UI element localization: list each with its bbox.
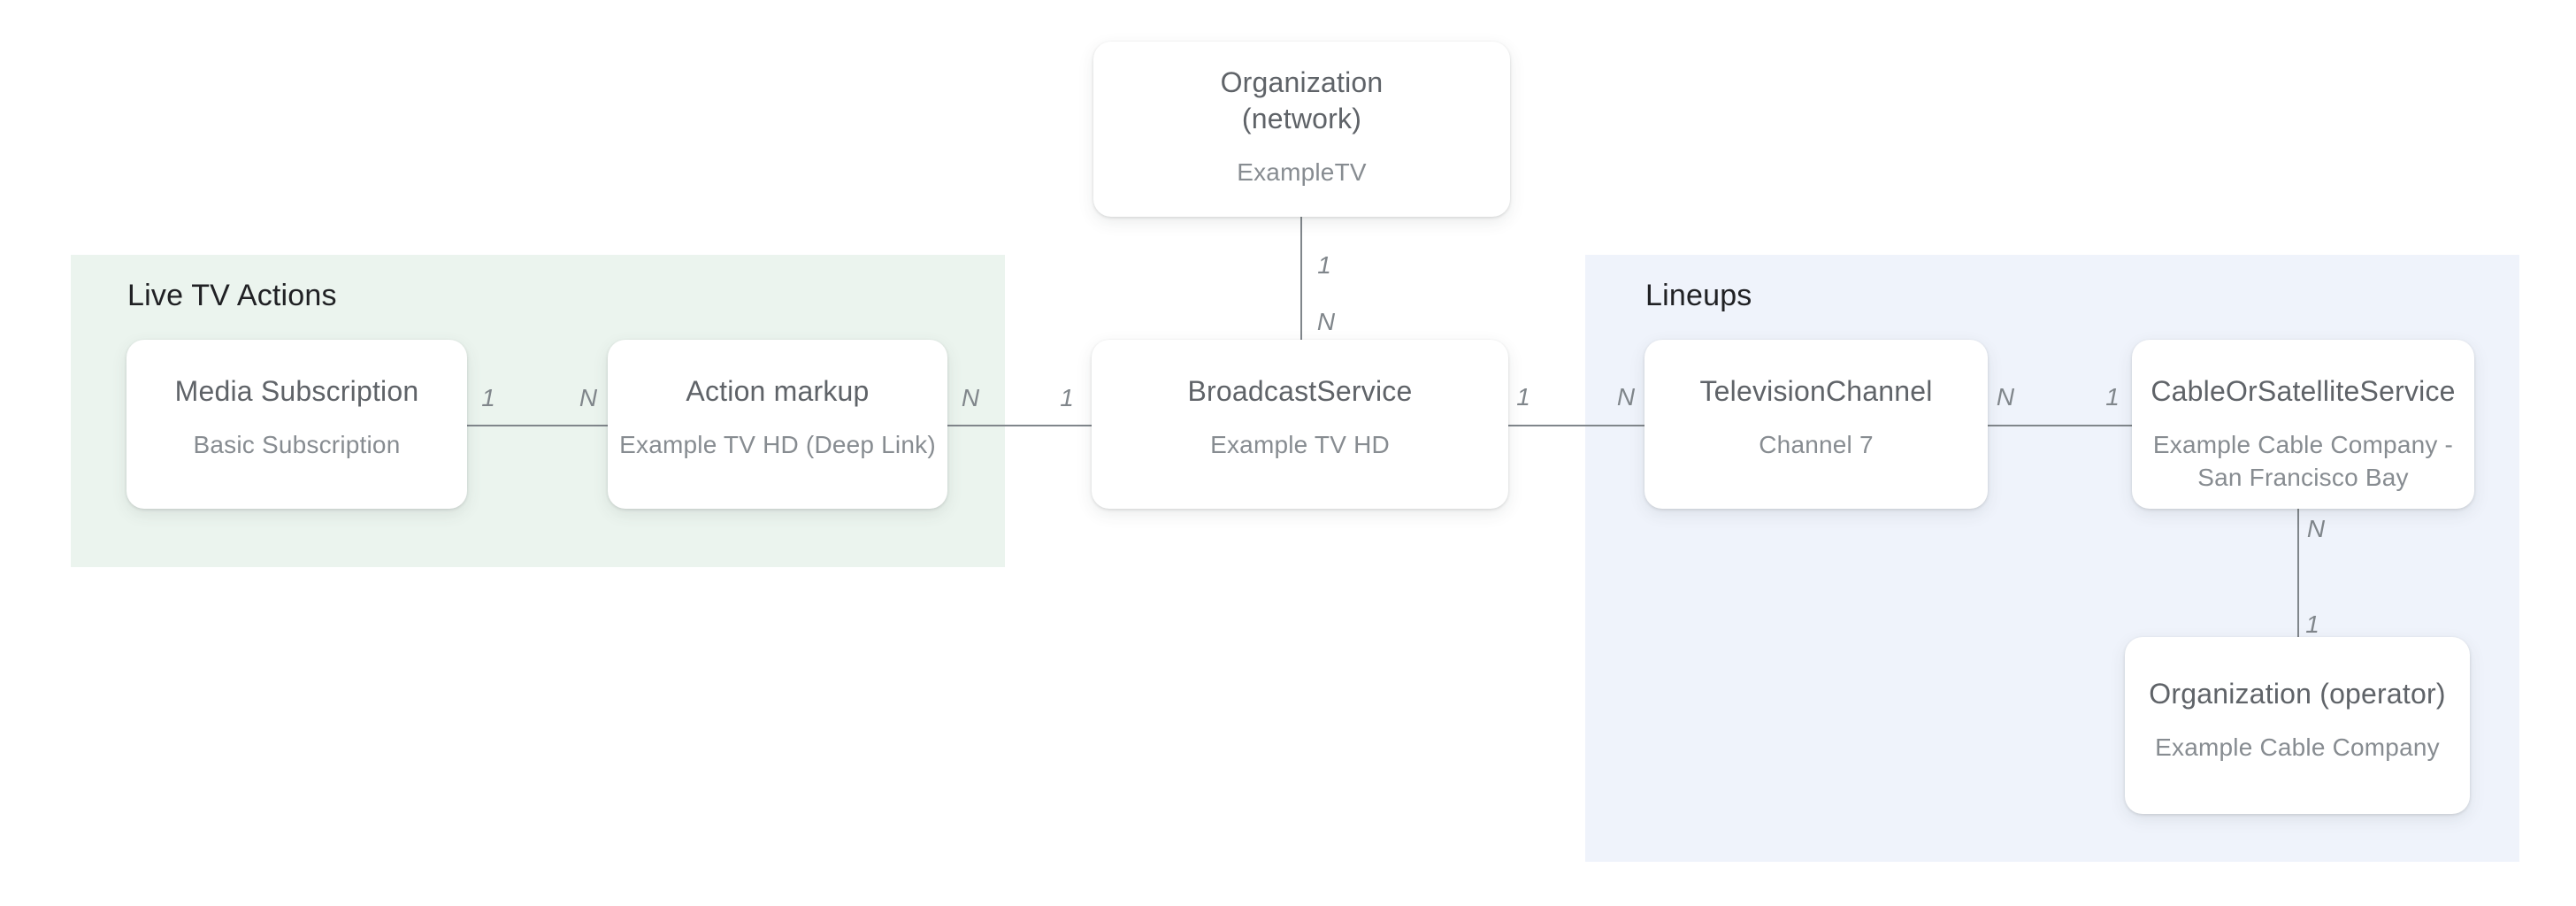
entity-media-subscription: Media Subscription Basic Subscription bbox=[126, 340, 467, 509]
entity-organization-network: Organization (network) ExampleTV bbox=[1093, 42, 1510, 217]
connector-media-to-action bbox=[467, 425, 608, 426]
cardinality-network-side: 1 bbox=[1317, 251, 1331, 279]
lineups-header: Lineups bbox=[1645, 279, 1752, 312]
connector-action-to-broadcast bbox=[947, 425, 1092, 426]
entity-title: Media Subscription bbox=[174, 375, 419, 407]
entity-title: Organization (operator) bbox=[2149, 678, 2446, 710]
cardinality-action-side-left: N bbox=[579, 384, 598, 411]
cardinality-broadcast-side-top: N bbox=[1316, 308, 1336, 335]
cardinality-cable-side-bottom: N bbox=[2306, 515, 2326, 542]
live-tv-actions-header: Live TV Actions bbox=[127, 279, 337, 312]
entity-subtitle: Basic Subscription bbox=[193, 431, 401, 458]
cardinality-channel-side-left: N bbox=[1616, 383, 1636, 411]
entity-broadcast-service: BroadcastService Example TV HD bbox=[1092, 340, 1508, 509]
cardinality-operator-side: 1 bbox=[2305, 610, 2319, 638]
cardinality-cable-side-left: 1 bbox=[2105, 383, 2120, 411]
connector-network-to-broadcast bbox=[1300, 217, 1302, 340]
connector-cable-to-operator bbox=[2297, 509, 2299, 637]
cardinality-broadcast-side-left: 1 bbox=[1060, 384, 1074, 411]
cardinality-media-side: 1 bbox=[481, 384, 495, 411]
entity-subtitle: Channel 7 bbox=[1759, 431, 1874, 458]
entity-organization-operator: Organization (operator) Example Cable Co… bbox=[2125, 637, 2470, 814]
entity-subtitle: ExampleTV bbox=[1237, 158, 1367, 186]
entity-cable-or-satellite-service: CableOrSatelliteService Example Cable Co… bbox=[2132, 340, 2474, 509]
entity-subtitle: Example TV HD bbox=[1210, 431, 1390, 458]
connector-channel-to-cable bbox=[1988, 425, 2132, 426]
entity-title: CableOrSatelliteService bbox=[2150, 375, 2456, 407]
cardinality-action-side-right: N bbox=[961, 384, 980, 411]
entity-title: Action markup bbox=[686, 375, 870, 407]
cardinality-channel-side-right: N bbox=[1996, 383, 2015, 411]
entity-title: TelevisionChannel bbox=[1699, 375, 1933, 407]
entity-subtitle: Example Cable Company - San Francisco Ba… bbox=[2152, 431, 2454, 491]
entity-title: Organization (network) bbox=[1220, 66, 1384, 134]
entity-subtitle: Example TV HD (Deep Link) bbox=[619, 431, 936, 458]
entity-subtitle: Example Cable Company bbox=[2155, 733, 2440, 761]
connector-broadcast-to-channel bbox=[1508, 425, 1644, 426]
cardinality-broadcast-side-right: 1 bbox=[1516, 383, 1530, 411]
entity-action-markup: Action markup Example TV HD (Deep Link) bbox=[608, 340, 947, 509]
entity-television-channel: TelevisionChannel Channel 7 bbox=[1644, 340, 1988, 509]
entity-title: BroadcastService bbox=[1187, 375, 1413, 407]
